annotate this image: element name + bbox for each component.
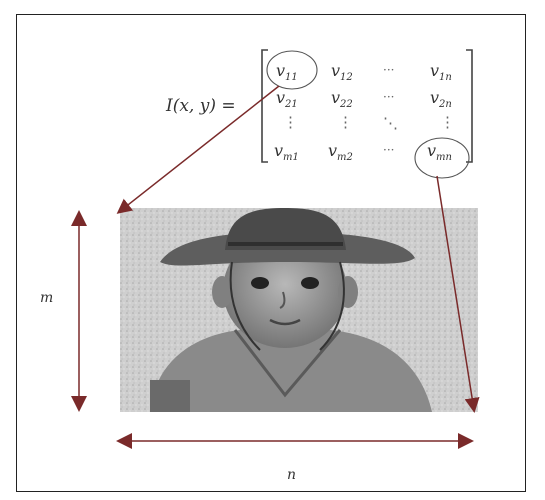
- matrix-cell-vmn: vmn: [427, 141, 452, 163]
- matrix-ddots: ⋱: [383, 114, 398, 132]
- height-dimension-arrow: [71, 210, 87, 412]
- matrix-cell-v2n: v2n: [430, 88, 452, 110]
- highlight-ellipse-vmn: [414, 137, 470, 179]
- photo-mouth: [269, 318, 301, 326]
- photo-ear-left: [212, 276, 232, 308]
- matrix-vdots-col1: ⋮: [283, 113, 298, 131]
- width-label: n: [287, 467, 296, 483]
- matrix-cell-v12: v12: [331, 61, 353, 83]
- matrix-vdots-col4: ⋮: [440, 113, 455, 131]
- photo-arm: [150, 380, 190, 412]
- matrix-cell-v1n: v1n: [430, 61, 452, 83]
- matrix-vdots-col2: ⋮: [338, 113, 353, 131]
- photo-hat-string-right: [319, 261, 345, 351]
- photo-eye-left: [251, 277, 269, 289]
- photo-nose: [279, 291, 286, 309]
- width-dimension-arrow: [116, 433, 474, 449]
- photo-ear-right: [338, 276, 358, 308]
- equation-lhs: I(x, y) =: [165, 96, 236, 116]
- left-bracket: [261, 49, 268, 163]
- photo-hat-string-left: [229, 261, 261, 351]
- matrix-cell-v21: v21: [276, 88, 298, 110]
- matrix-cell-v11: v11: [276, 61, 298, 83]
- matrix-hdots-row1: ···: [383, 63, 394, 77]
- matrix-hdots-row4: ···: [383, 143, 394, 157]
- arrow-v11-to-top-left: [116, 85, 280, 214]
- matrix-hdots-row2: ···: [383, 90, 394, 104]
- photo-hat-crown: [225, 208, 346, 250]
- height-label: m: [40, 290, 53, 306]
- photo-eye-right: [301, 277, 319, 289]
- arrow-vmn-to-bottom-right: [436, 175, 480, 413]
- photo-collar: [233, 329, 342, 398]
- highlight-ellipse-v11: [266, 50, 318, 90]
- matrix-cell-vm1: vm1: [274, 141, 299, 163]
- matrix-cell-vm2: vm2: [328, 141, 353, 163]
- photo-shirt: [150, 330, 432, 412]
- right-bracket: [466, 49, 473, 163]
- matrix-cell-v22: v22: [331, 88, 353, 110]
- grayscale-photo: [120, 208, 478, 412]
